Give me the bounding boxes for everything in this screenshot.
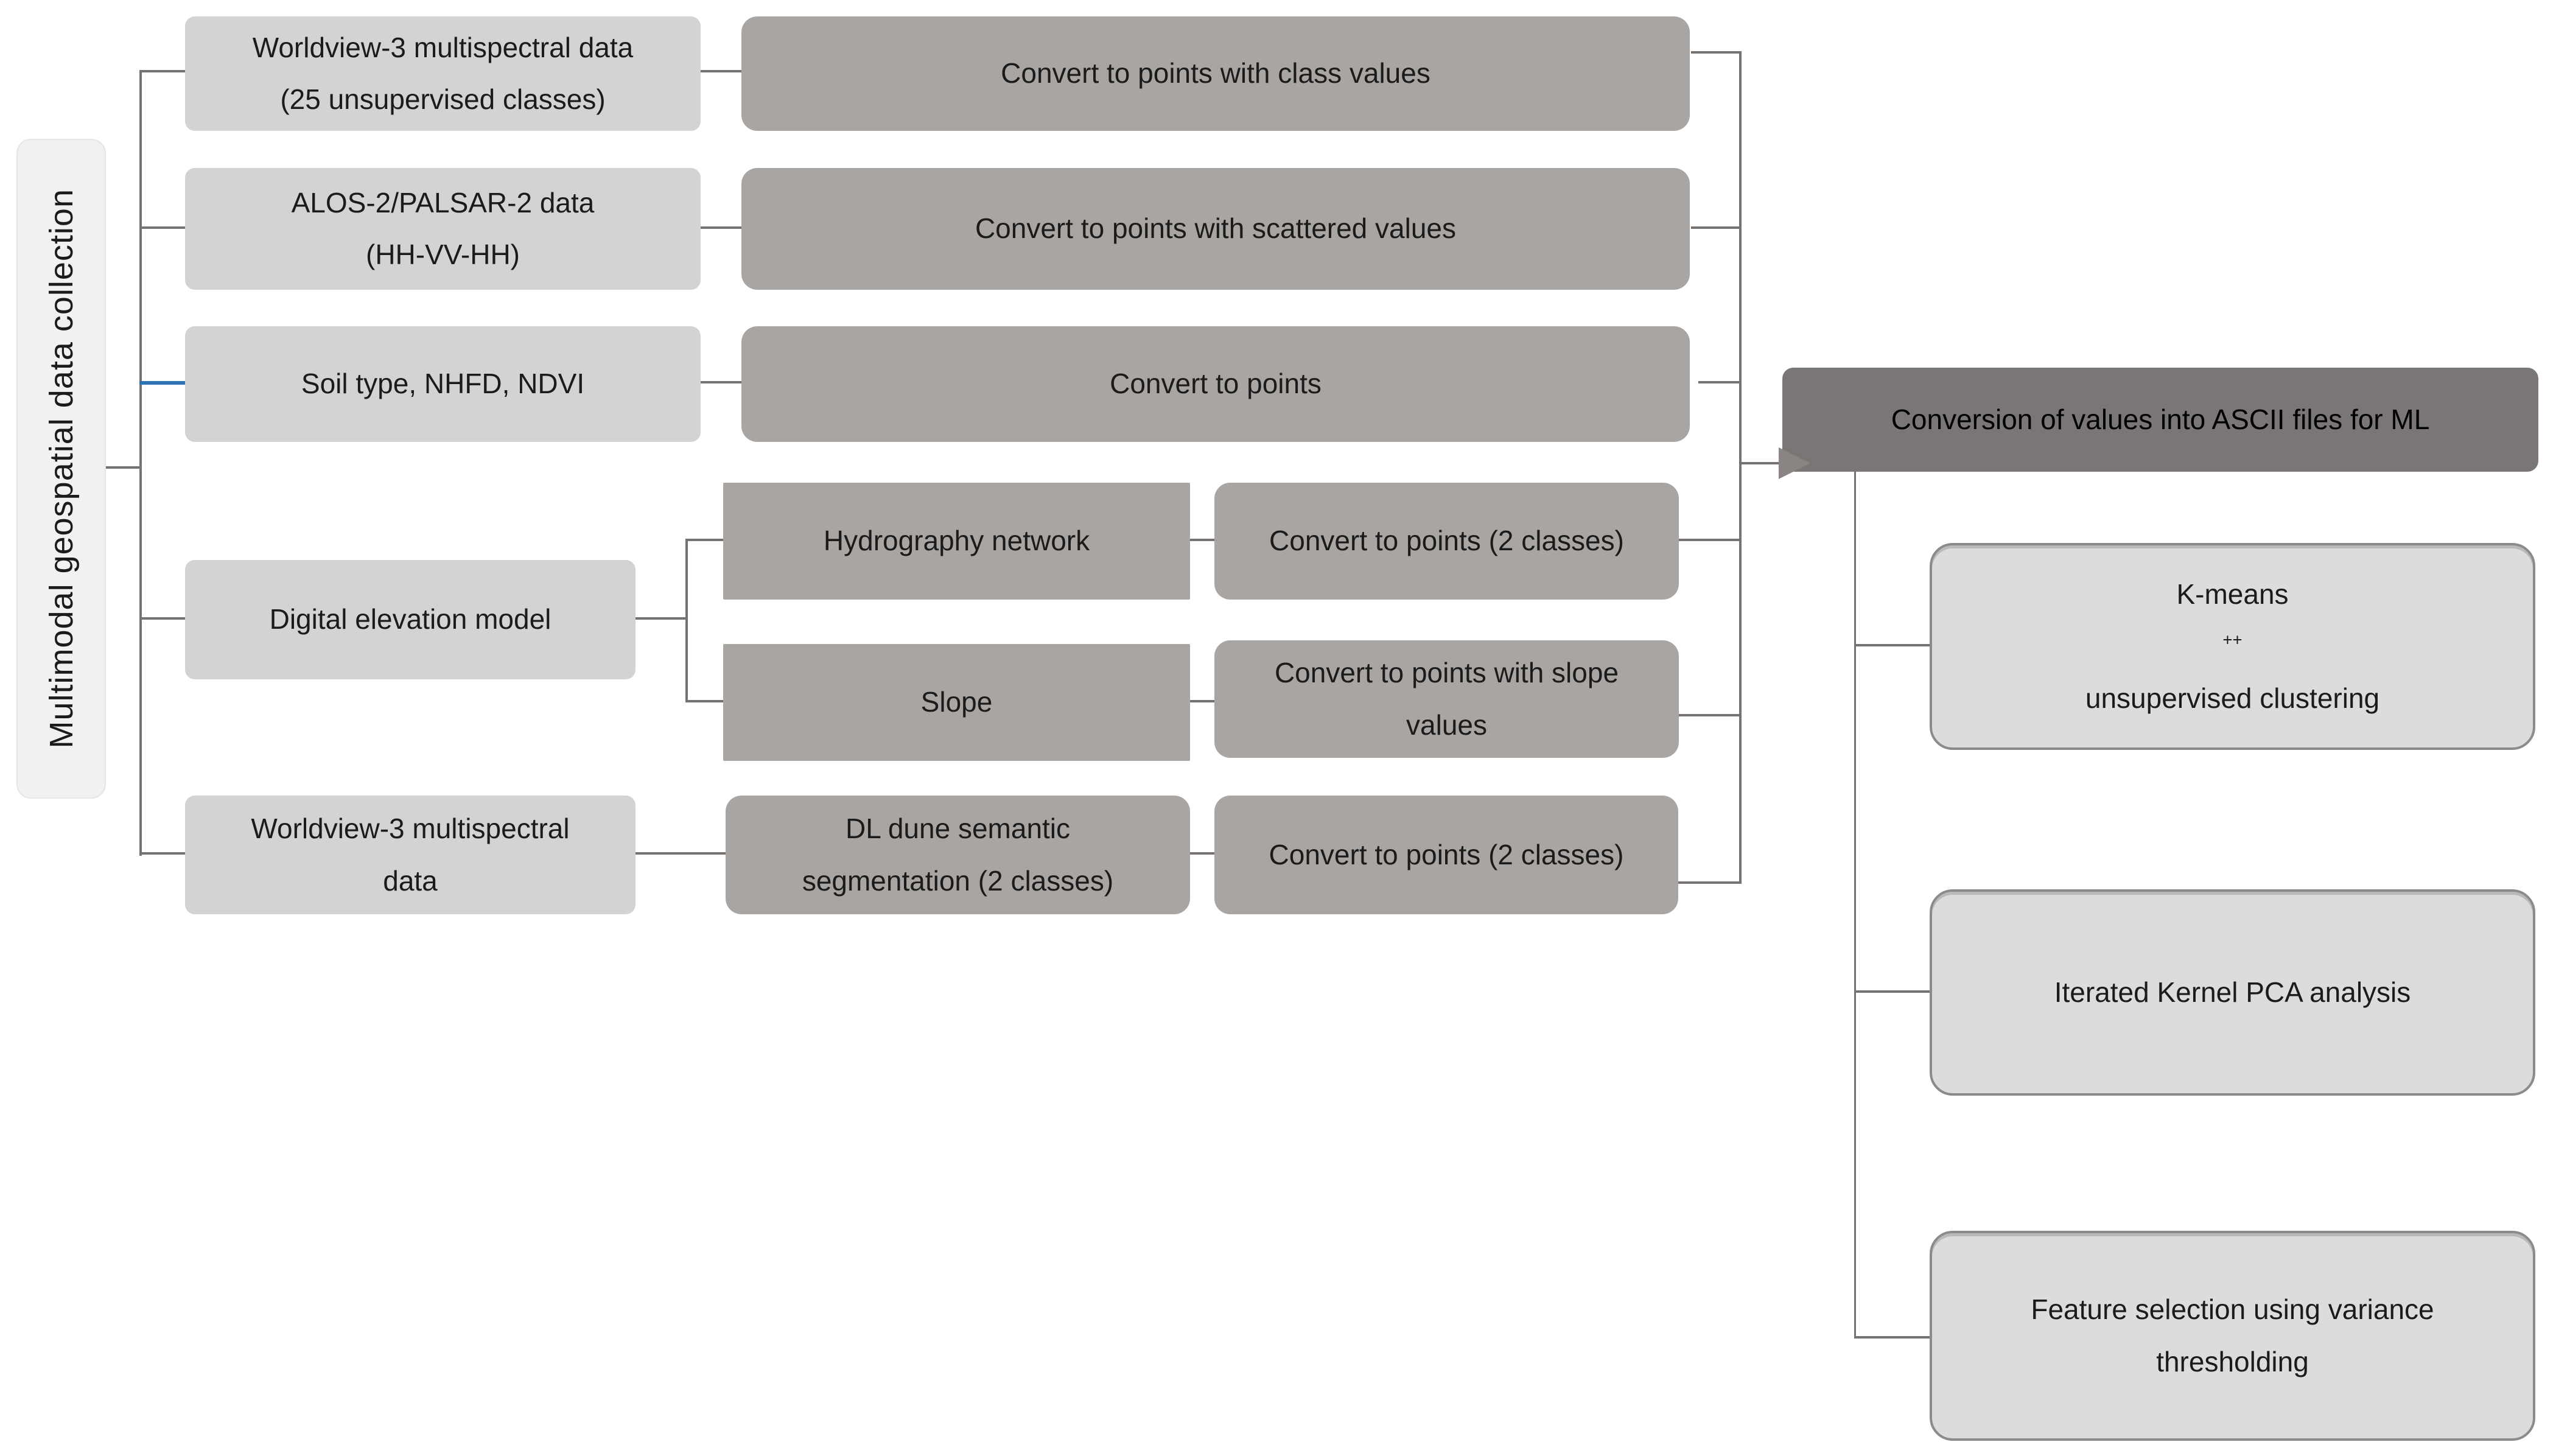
- node-slope: Slope: [723, 644, 1190, 761]
- node-alos2-palsar2: ALOS-2/PALSAR-2 data (HH-VV-HH): [185, 168, 701, 290]
- node-worldview3-data: Worldview-3 multispectral data: [185, 796, 635, 914]
- node-label: Convert to points (2 classes): [1269, 525, 1624, 557]
- node-convert-to-points: Convert to points: [741, 326, 1690, 442]
- connector-feature-stub: [1854, 1336, 1930, 1339]
- node-convert-2classes-dune: Convert to points (2 classes): [1214, 796, 1678, 914]
- node-label: Digital elevation model: [269, 603, 551, 635]
- connector-row2-collect: [1691, 226, 1742, 229]
- connector-row1-left: [139, 70, 185, 72]
- connector-row5-collect: [1678, 881, 1742, 884]
- node-worldview3-25classes: Worldview-3 multispectral data (25 unsup…: [185, 16, 701, 131]
- node-label: Hydrography network: [823, 525, 1090, 557]
- node-label: Soil type, NHFD, NDVI: [301, 368, 585, 400]
- node-label: (25 unsupervised classes): [280, 83, 606, 115]
- kmeans-prefix: K-means: [2176, 578, 2289, 611]
- connector-slope-stub: [685, 700, 723, 702]
- connector-ml-trunk: [1854, 472, 1856, 1339]
- arrowhead-icon: [1779, 447, 1810, 479]
- connector-row1-mid: [701, 70, 741, 72]
- node-soil-nhfd-ndvi: Soil type, NHFD, NDVI: [185, 326, 701, 442]
- connector-pca-stub: [1854, 990, 1930, 993]
- connector-row4a-collect: [1679, 539, 1742, 541]
- node-dl-dune-segmentation: DL dune semantic segmentation (2 classes…: [726, 796, 1190, 914]
- connector-row3-collect: [1698, 381, 1742, 383]
- node-ascii-conversion: Conversion of values into ASCII files fo…: [1782, 368, 2538, 472]
- connector-trunk-to-ascii: [1739, 462, 1785, 464]
- node-root-collection: Multimodal geospatial data collection: [16, 139, 106, 799]
- connector-row2-left: [139, 226, 185, 229]
- node-label: K-means ++ unsupervised clustering: [2085, 569, 2379, 724]
- node-kernel-pca: Iterated Kernel PCA analysis: [1930, 889, 2535, 1096]
- node-hydrography-network: Hydrography network: [723, 483, 1190, 600]
- connector-root-to-trunk: [106, 466, 139, 469]
- node-label: Worldview-3 multispectral: [251, 813, 570, 845]
- node-label: Conversion of values into ASCII files fo…: [1891, 403, 2430, 435]
- connector-dem-left: [139, 617, 185, 620]
- root-label: Multimodal geospatial data collection: [43, 189, 80, 749]
- node-digital-elevation-model: Digital elevation model: [185, 560, 635, 679]
- connector-row3-left-highlight: [139, 381, 185, 385]
- kmeans-superscript: ++: [2222, 631, 2243, 650]
- node-label: (HH-VV-HH): [366, 239, 520, 270]
- node-label: data: [383, 864, 438, 897]
- node-label: Slope: [920, 686, 993, 718]
- kmeans-suffix: unsupervised clustering: [2085, 682, 2380, 714]
- node-label: Convert to points with class values: [1001, 57, 1430, 89]
- connector-row1-collect: [1691, 51, 1742, 54]
- connector-slope-convert: [1190, 700, 1214, 702]
- node-convert-2classes-hydro: Convert to points (2 classes): [1214, 483, 1679, 600]
- node-label: Feature selection using variance: [2031, 1293, 2434, 1326]
- node-label: Convert to points: [1110, 368, 1322, 400]
- node-label: values: [1406, 709, 1487, 741]
- connector-right-trunk: [1739, 51, 1742, 884]
- connector-row5-left: [139, 852, 185, 855]
- connector-row5-mid2: [1190, 852, 1214, 855]
- connector-kmeans-stub: [1854, 644, 1930, 646]
- connector-dem-bracket-h: [635, 617, 685, 620]
- node-convert-scattered-values: Convert to points with scattered values: [741, 168, 1690, 290]
- node-convert-slope-values: Convert to points with slope values: [1214, 640, 1679, 758]
- connector-left-trunk: [139, 71, 142, 856]
- connector-row2-mid: [701, 226, 741, 229]
- node-label: DL dune semantic: [845, 813, 1071, 845]
- node-label: Iterated Kernel PCA analysis: [2054, 976, 2411, 1008]
- node-kmeans-clustering: K-means ++ unsupervised clustering: [1930, 543, 2535, 750]
- node-feature-selection: Feature selection using variance thresho…: [1930, 1231, 2535, 1441]
- node-label: segmentation (2 classes): [802, 864, 1114, 897]
- node-label: Convert to points with scattered values: [975, 212, 1457, 245]
- connector-row5-mid1: [635, 852, 726, 855]
- connector-row3-mid: [701, 381, 741, 383]
- node-label: thresholding: [2156, 1345, 2309, 1377]
- node-label: ALOS-2/PALSAR-2 data: [291, 186, 595, 219]
- node-label: Worldview-3 multispectral data: [252, 31, 634, 63]
- node-convert-class-values: Convert to points with class values: [741, 16, 1690, 131]
- connector-hydro-stub: [685, 539, 723, 541]
- connector-row4b-collect: [1679, 714, 1742, 716]
- connector-hydro-convert: [1190, 539, 1214, 541]
- node-label: Convert to points with slope: [1274, 657, 1619, 689]
- connector-dem-bracket-v: [685, 539, 688, 702]
- node-label: Convert to points (2 classes): [1269, 838, 1624, 870]
